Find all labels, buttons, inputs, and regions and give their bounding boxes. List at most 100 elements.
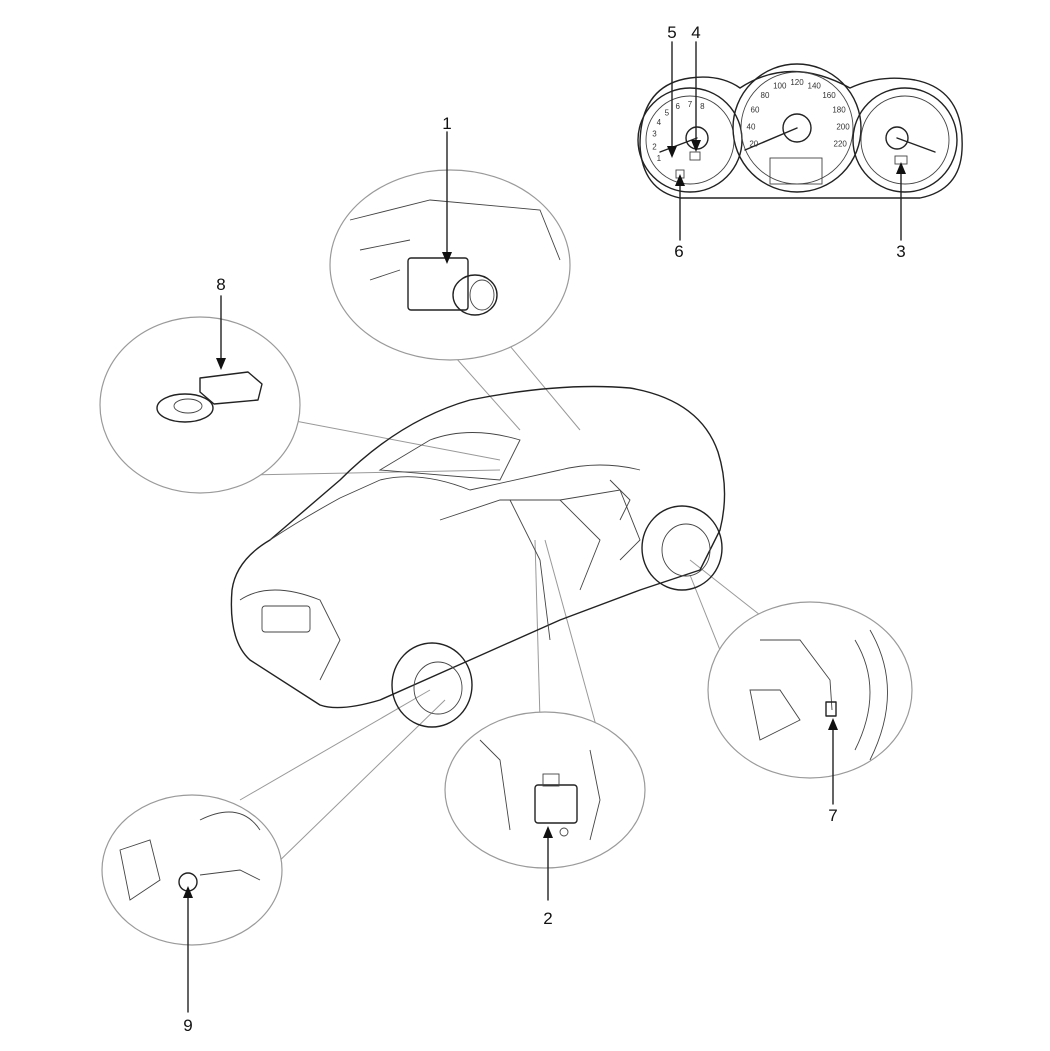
leader-rear-wheel: [239, 689, 431, 801]
fuel-temp-needle: [896, 137, 936, 153]
callout-arrow-6: [675, 174, 685, 186]
callout-number-2: 2: [543, 909, 552, 928]
front-door-window: [559, 489, 641, 561]
tacho-tick-label-0: 1: [657, 154, 662, 163]
leader-abs: [504, 339, 581, 431]
hecu-motor: [452, 274, 498, 316]
callout-number-1: 1: [442, 114, 451, 133]
tacho-tick-label-5: 6: [675, 102, 680, 111]
rear-wheel: [391, 642, 473, 728]
callout-arrow-9: [183, 886, 193, 898]
cv-boot: [749, 689, 801, 741]
leader-rear-wheel-2: [269, 699, 446, 871]
leader-sas: [289, 419, 501, 461]
front-wheel-sensor: [825, 701, 837, 717]
cluster-callout-lines: [667, 41, 906, 241]
tachometer-needle: [659, 137, 698, 153]
fuel-temp-gauge: [852, 87, 958, 193]
bubble-rear-outline: [101, 794, 283, 946]
bubble-steering-angle-sensor: [99, 295, 301, 494]
speedo-tick-label-4: 100: [773, 81, 787, 90]
tacho-tick-label-7: 8: [700, 102, 705, 111]
yaw-sensor-unit: [534, 784, 578, 824]
car-outline: [230, 385, 726, 709]
bubble-front-outline: [707, 601, 913, 779]
sas-ring-hole: [173, 398, 203, 414]
callout-number-7: 7: [828, 806, 837, 825]
tacho-tick-label-6: 7: [688, 100, 693, 109]
rear-brake-disc: [199, 811, 261, 831]
bubble-hecu-outline: [329, 169, 571, 361]
front-wheel: [641, 505, 723, 591]
front-wheel-hub: [661, 523, 711, 577]
bubble-front-wheel-sensor: [707, 601, 913, 805]
sensor-cable-rear: [199, 869, 261, 881]
fuel-temp-gauge-inner: [860, 95, 950, 185]
callout-number-6: 6: [674, 242, 683, 261]
speedo-tick-label-1: 40: [747, 122, 756, 131]
hecu-block: [407, 257, 469, 311]
tacho-tick-label-2: 3: [652, 130, 657, 139]
speedo-tick-label-2: 60: [751, 105, 760, 114]
callout-number-9: 9: [183, 1016, 192, 1035]
hecu-bracket-lines: [349, 199, 561, 261]
callout-arrow-7: [828, 718, 838, 730]
callout-arrow-1: [442, 252, 452, 264]
bubble-yaw-outline: [444, 711, 646, 869]
callout-number-4: 4: [691, 23, 700, 42]
sensor-cable-front: [760, 639, 833, 711]
cluster-housing: [639, 70, 963, 199]
speedo-tick-label-5: 120: [790, 78, 804, 87]
yaw-bracket-right: [589, 749, 601, 841]
sunroof: [378, 432, 521, 481]
bubble-yaw-rate-sensor: [444, 711, 646, 901]
leader-yaw-2: [544, 539, 601, 741]
sas-housing: [199, 371, 263, 405]
side-mirror: [609, 479, 631, 521]
brake-disc-inner: [854, 639, 871, 751]
warning-lamp-abs: [689, 151, 701, 161]
yaw-sensor-connector: [542, 773, 560, 787]
bubble-rear-wheel-sensor: [101, 794, 283, 1013]
rear-wheel-hub: [413, 661, 463, 715]
license-plate: [261, 605, 311, 633]
fuel-temp-hub: [885, 126, 909, 150]
callout-arrow-3: [896, 162, 906, 174]
speedometer: [732, 63, 862, 193]
bubble-hecu: [329, 131, 571, 361]
callout-number-8: 8: [216, 275, 225, 294]
leader-sas-2: [249, 469, 501, 476]
speedometer-hub: [782, 113, 812, 143]
speedometer-needle: [744, 127, 798, 151]
speedo-tick-label-3: 80: [761, 91, 770, 100]
rear-door-window: [439, 499, 601, 591]
tacho-tick-label-3: 4: [657, 118, 662, 127]
speedo-tick-label-7: 160: [822, 91, 836, 100]
rear-knuckle: [119, 839, 161, 901]
callout-arrow-8: [216, 358, 226, 370]
speedo-tick-label-10: 220: [834, 140, 848, 149]
speedo-tick-label-0: 20: [749, 140, 758, 149]
tacho-tick-label-4: 5: [665, 108, 670, 117]
sas-ring: [156, 393, 214, 423]
brake-disc: [869, 629, 888, 761]
car-roofline: [269, 464, 641, 541]
vehicle-body: [230, 385, 726, 728]
hecu-motor-cap: [469, 279, 495, 311]
tacho-tick-label-1: 2: [652, 142, 657, 151]
callout-arrow-5: [667, 146, 677, 158]
callout-arrow-2: [543, 826, 553, 838]
callout-number-3: 3: [896, 242, 905, 261]
b-pillar: [509, 499, 551, 641]
odometer-display: [769, 157, 823, 185]
callout-arrow-4: [691, 140, 701, 152]
speedo-tick-label-9: 200: [836, 122, 850, 131]
yaw-bracket-left: [479, 739, 511, 831]
callout-numbers: 1 2 3 4 5 6 7 8 9: [183, 23, 905, 1035]
hecu-pipes: [359, 239, 411, 281]
callout-number-5: 5: [667, 23, 676, 42]
